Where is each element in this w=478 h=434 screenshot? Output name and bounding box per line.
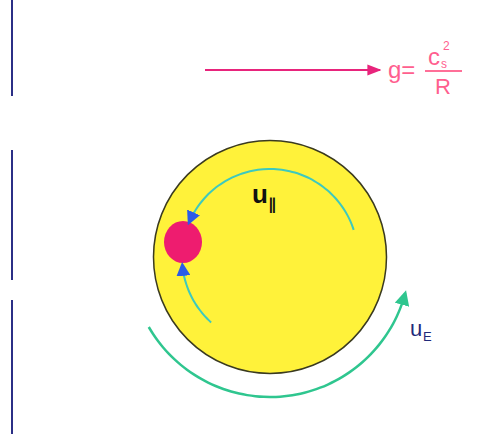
parallel-subscript: ∥ <box>268 197 276 213</box>
blob-outline <box>152 139 388 375</box>
parallel-flow-arrow <box>182 265 211 323</box>
radius-symbol: R <box>435 76 451 98</box>
sound-speed: c <box>428 45 440 69</box>
gravity-label: g= <box>388 58 415 82</box>
blob-circle <box>154 141 387 374</box>
sound-speed-subscript: s <box>441 58 447 70</box>
exponent: 2 <box>443 40 450 52</box>
gravity-arrow <box>205 69 380 71</box>
density-spot <box>164 221 202 263</box>
plasma-blob: u∥ <box>152 139 388 375</box>
boundary-line <box>11 300 13 434</box>
drift-velocity: u <box>410 318 422 340</box>
parallel-velocity: u <box>252 181 268 207</box>
boundary-line <box>11 150 13 280</box>
drift-subscript: E <box>423 330 432 343</box>
boundary-line <box>11 0 13 96</box>
fraction-bar <box>425 70 462 72</box>
parallel-flow-arrow <box>189 169 354 230</box>
